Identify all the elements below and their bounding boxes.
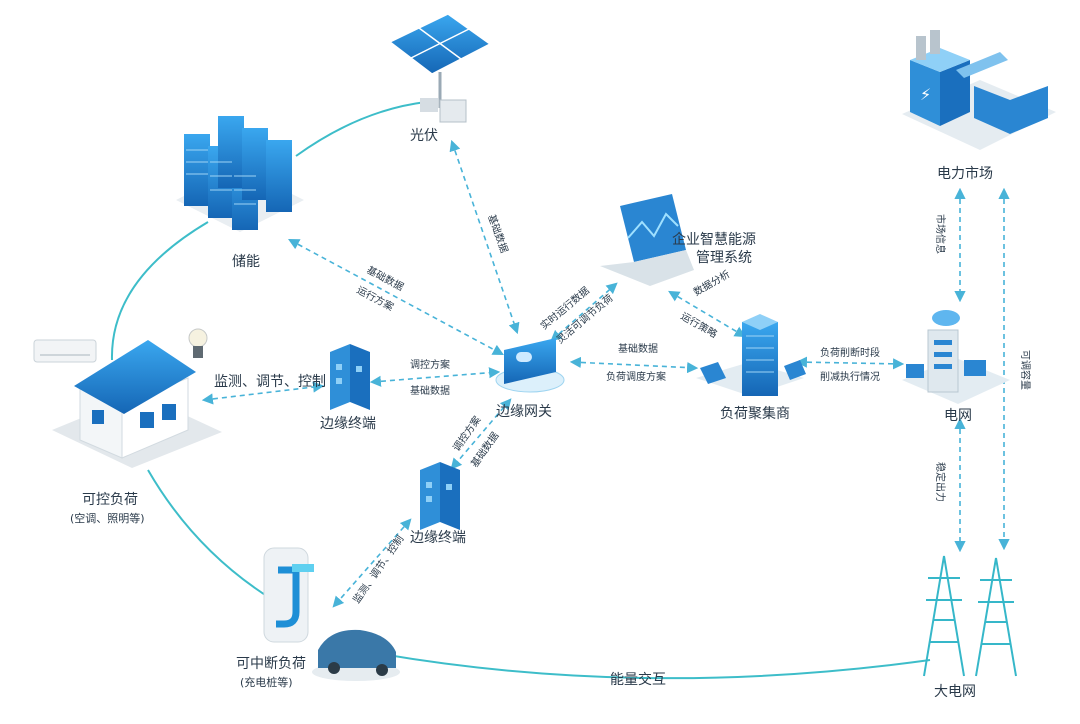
transmission-tower-icon — [923, 555, 1017, 677]
edge-pv-gateway — [449, 139, 520, 335]
ems-laptop-icon — [600, 194, 694, 286]
node-interruptible-load: 可中断负荷 — [236, 656, 306, 672]
edge-aggregator-grid — [795, 356, 905, 370]
edge-storage-gateway — [288, 238, 504, 356]
label-ems-aggregator-1: 数据分析 — [691, 267, 732, 298]
edge-terminal2-charger — [332, 518, 412, 608]
label-grid-main: 稳定出力 — [934, 462, 947, 502]
node-controllable-load-sub: (空调、照明等) — [70, 511, 145, 525]
lightbulb-icon — [188, 328, 208, 358]
node-aggregator: 负荷聚集商 — [720, 405, 790, 422]
arc-storage-load — [110, 221, 209, 361]
label-energy-interaction: 能量交互 — [610, 671, 666, 688]
label-terminal-gateway-2: 基础数据 — [410, 384, 450, 397]
aggregator-server-icon — [696, 314, 806, 396]
edge-terminal-icon — [330, 344, 370, 410]
label-gateway-aggregator-2: 负荷调度方案 — [606, 370, 666, 383]
node-grid: 电网 — [944, 408, 972, 424]
node-storage: 储能 — [232, 254, 260, 270]
label-aggregator-grid-2: 削减执行情况 — [820, 370, 880, 383]
label-terminal-gateway-1: 调控方案 — [410, 358, 450, 371]
label-terminal2-charger: 监测、调节、控制 — [350, 533, 407, 606]
edge-gateway-terminal2 — [450, 398, 512, 470]
node-photovoltaic: 光伏 — [410, 128, 438, 144]
edge-gateway-aggregator — [569, 356, 699, 374]
solar-panel-icon — [388, 13, 492, 123]
edge-terminal-icon — [420, 462, 460, 530]
arc-energy-interaction — [369, 651, 931, 680]
node-ems: 企业智慧能源 — [672, 231, 756, 248]
node-interruptible-load-sub: (充电桩等) — [240, 675, 293, 689]
car-icon — [312, 629, 400, 681]
node-controllable-load: 可控负荷 — [82, 492, 138, 508]
grid-building-icon — [902, 310, 1010, 404]
power-market-factory-icon: ⚡ — [902, 30, 1056, 150]
node-edge-terminal-2: 边缘终端 — [410, 530, 466, 546]
arc-pv-storage — [295, 101, 427, 157]
svg-text:⚡: ⚡ — [920, 85, 931, 104]
air-conditioner-icon — [33, 339, 97, 363]
edge-load-terminal — [201, 381, 325, 405]
edge-gateway-icon — [495, 338, 565, 393]
node-edge-terminal-1: 边缘终端 — [320, 416, 376, 432]
label-aggregator-grid-1: 负荷削断时段 — [820, 346, 880, 359]
node-edge-gateway: 边缘网关 — [496, 404, 552, 420]
storage-server-icon — [176, 116, 304, 232]
house-icon — [52, 340, 222, 468]
charging-pile-icon — [263, 547, 314, 643]
node-main-grid: 大电网 — [934, 684, 976, 700]
label-ems-aggregator-2: 运行策略 — [679, 309, 720, 340]
label-gateway-terminal2-1: 调控方案 — [450, 413, 484, 453]
label-gateway-aggregator-1: 基础数据 — [618, 342, 658, 355]
label-load-terminal: 监测、调节、控制 — [214, 374, 326, 390]
node-power-market: 电力市场 — [937, 165, 993, 182]
label-market-main: 可调容量 — [1019, 350, 1032, 390]
label-market-grid: 市场信息 — [934, 214, 947, 254]
node-ems-line2: 管理系统 — [696, 250, 752, 266]
edge-terminal-gateway — [369, 367, 501, 387]
label-storage-gateway-1: 基础数据 — [365, 263, 406, 293]
